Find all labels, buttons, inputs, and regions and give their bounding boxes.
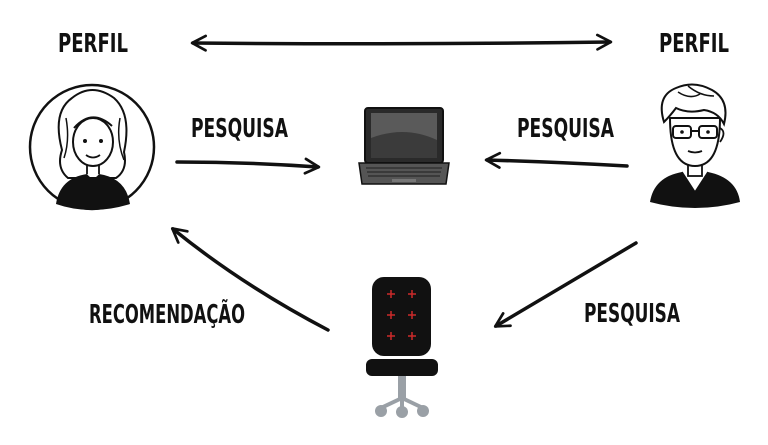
pesquisa-bottom-label: PESQUISA (584, 299, 680, 329)
pesquisa-man-to-chair-arrow (493, 241, 638, 328)
recomendacao-chair-to-woman-arrow (170, 227, 330, 332)
pesquisa-man-to-laptop-arrow (484, 151, 629, 169)
pesquisa-left-label: PESQUISA (191, 114, 288, 144)
pesquisa-woman-to-laptop-arrow (175, 157, 321, 175)
perfil-right-label: PERFIL (659, 29, 729, 59)
laptop-icon (358, 107, 450, 185)
chair-stitch-marks (387, 290, 416, 340)
recomendacao-label: RECOMENDAÇÃO (89, 298, 245, 330)
woman-avatar-icon (28, 83, 156, 211)
pesquisa-right-label: PESQUISA (517, 114, 614, 144)
perfil-double-arrow (190, 33, 613, 52)
office-chair-icon (366, 277, 438, 418)
perfil-left-label: PERFIL (58, 29, 128, 59)
man-avatar-icon (650, 83, 740, 208)
